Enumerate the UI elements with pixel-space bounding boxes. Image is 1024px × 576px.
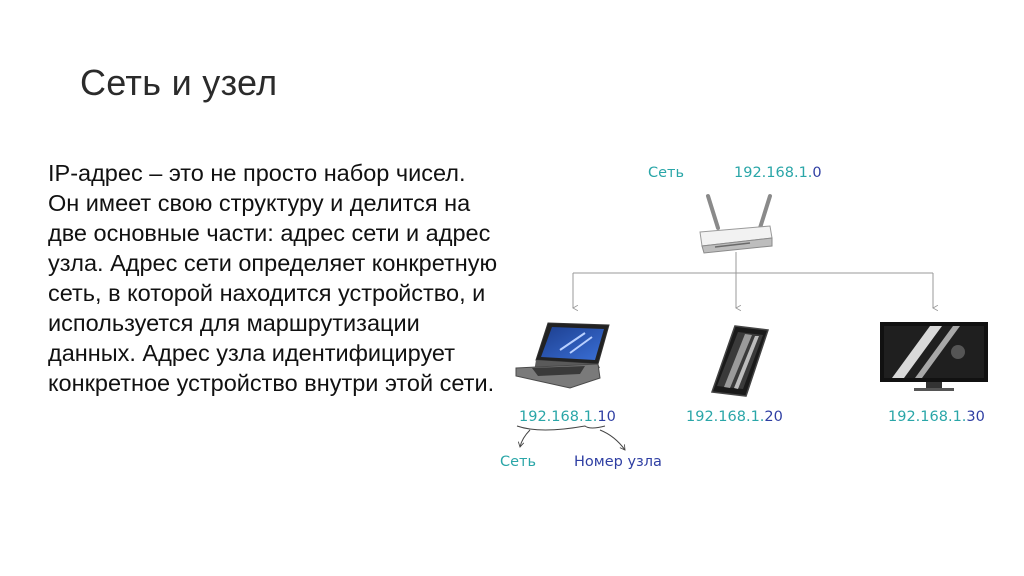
legend-network-label: Сеть [500, 454, 536, 470]
slide-title: Сеть и узел [80, 62, 278, 103]
legend-host-label: Номер узла [574, 454, 662, 470]
network-address-net-part: 192.168.1. [734, 165, 812, 181]
network-address: 192.168.1.0 [734, 165, 822, 181]
monitor-icon [880, 322, 988, 391]
address-breakdown-brace [516, 425, 626, 451]
smartphone-icon [710, 325, 770, 397]
slide-body-text: IP-адрес – это не просто набор чисел. Он… [48, 160, 498, 396]
router-icon [699, 194, 773, 254]
device-address-1: 192.168.1.10 [519, 409, 616, 425]
network-label: Сеть [648, 165, 684, 181]
device-address-3: 192.168.1.30 [888, 409, 985, 425]
device-address-2: 192.168.1.20 [686, 409, 783, 425]
network-address-host-part: 0 [812, 165, 821, 181]
connection-lines [572, 252, 939, 312]
laptop-icon [515, 322, 610, 389]
